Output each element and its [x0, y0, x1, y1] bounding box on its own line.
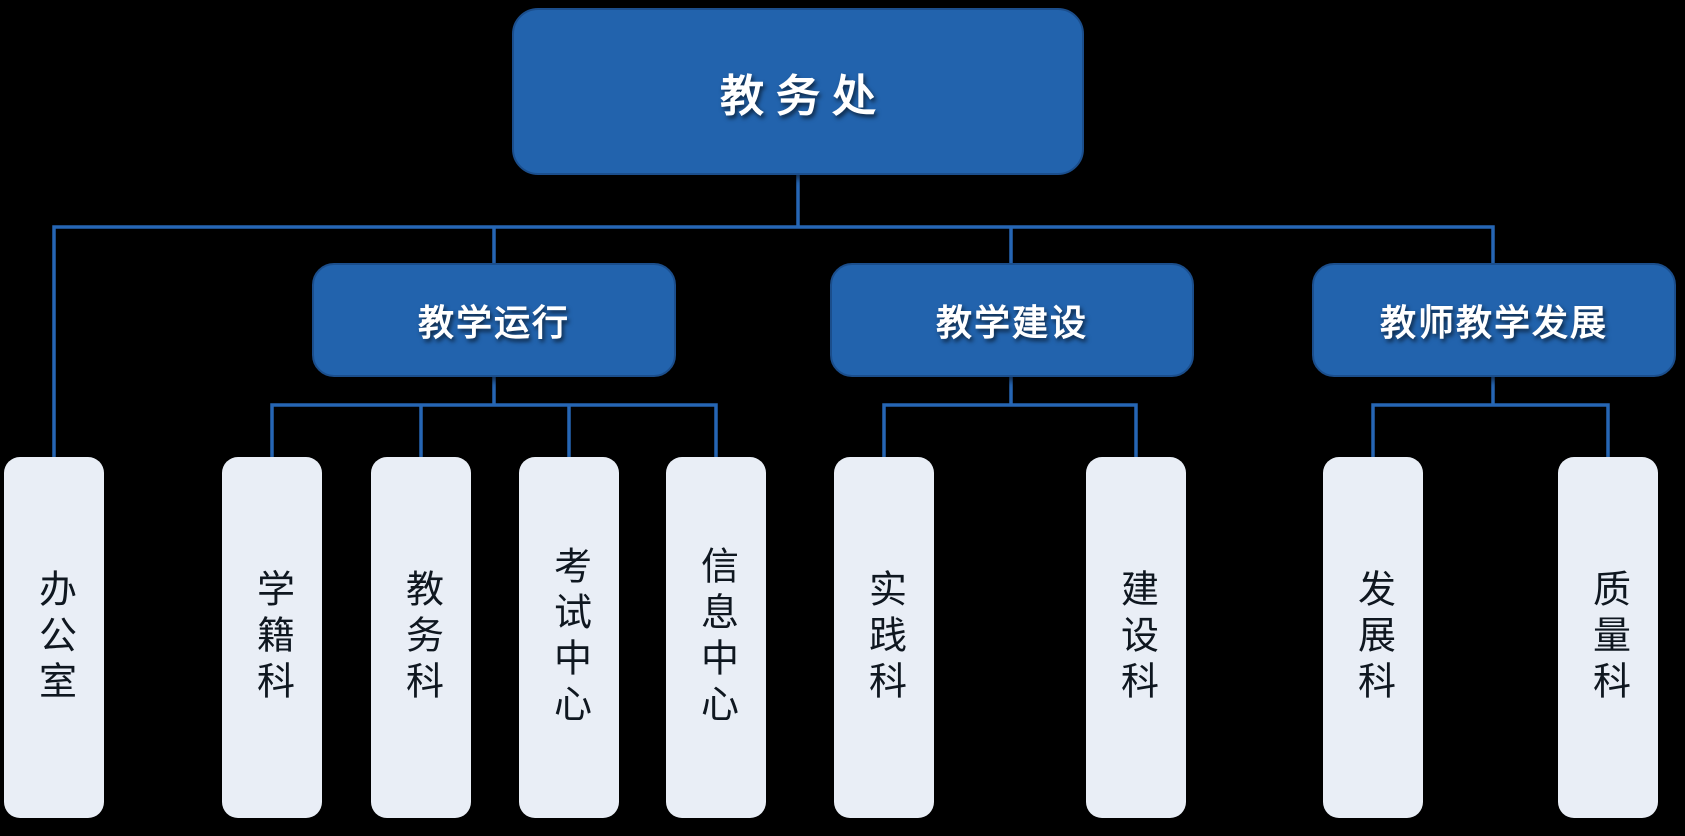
- node-leaf-label: 信息中心: [694, 545, 737, 730]
- node-root: 教务处: [512, 8, 1084, 175]
- node-leaf-construction-section: 建设科: [1086, 457, 1186, 818]
- connector-branch3-rail: [1371, 403, 1610, 457]
- connector-top-rail: [52, 225, 1495, 457]
- node-leaf-practice-section: 实践科: [834, 457, 934, 818]
- node-leaf-label: 教务科: [399, 568, 442, 707]
- node-leaf-label: 建设科: [1114, 568, 1157, 707]
- node-leaf-information-center: 信息中心: [666, 457, 766, 818]
- node-leaf-quality-section: 质量科: [1558, 457, 1658, 818]
- node-leaf-development-section: 发展科: [1323, 457, 1423, 818]
- node-leaf-office: 办公室: [4, 457, 104, 818]
- node-branch-teaching-construction: 教学建设: [830, 263, 1194, 377]
- node-leaf-label: 办公室: [32, 568, 75, 707]
- node-leaf-exam-center: 考试中心: [519, 457, 619, 818]
- node-branch-teaching-operation: 教学运行: [312, 263, 676, 377]
- node-branch-label: 教师教学发展: [1379, 302, 1608, 343]
- connector-branch2-rail: [882, 403, 1138, 457]
- node-leaf-label: 发展科: [1351, 568, 1394, 707]
- node-branch-teacher-development: 教师教学发展: [1312, 263, 1676, 377]
- node-leaf-label: 考试中心: [547, 545, 590, 730]
- connector-branch1-rail: [270, 403, 718, 457]
- node-leaf-student-records: 学籍科: [222, 457, 322, 818]
- node-leaf-academic-affairs: 教务科: [371, 457, 471, 818]
- node-branch-label: 教学建设: [935, 302, 1088, 343]
- node-leaf-label: 学籍科: [250, 568, 293, 707]
- node-branch-label: 教学运行: [417, 302, 570, 343]
- node-root-label: 教务处: [720, 71, 888, 121]
- node-leaf-label: 质量科: [1586, 568, 1629, 707]
- node-leaf-label: 实践科: [862, 568, 905, 707]
